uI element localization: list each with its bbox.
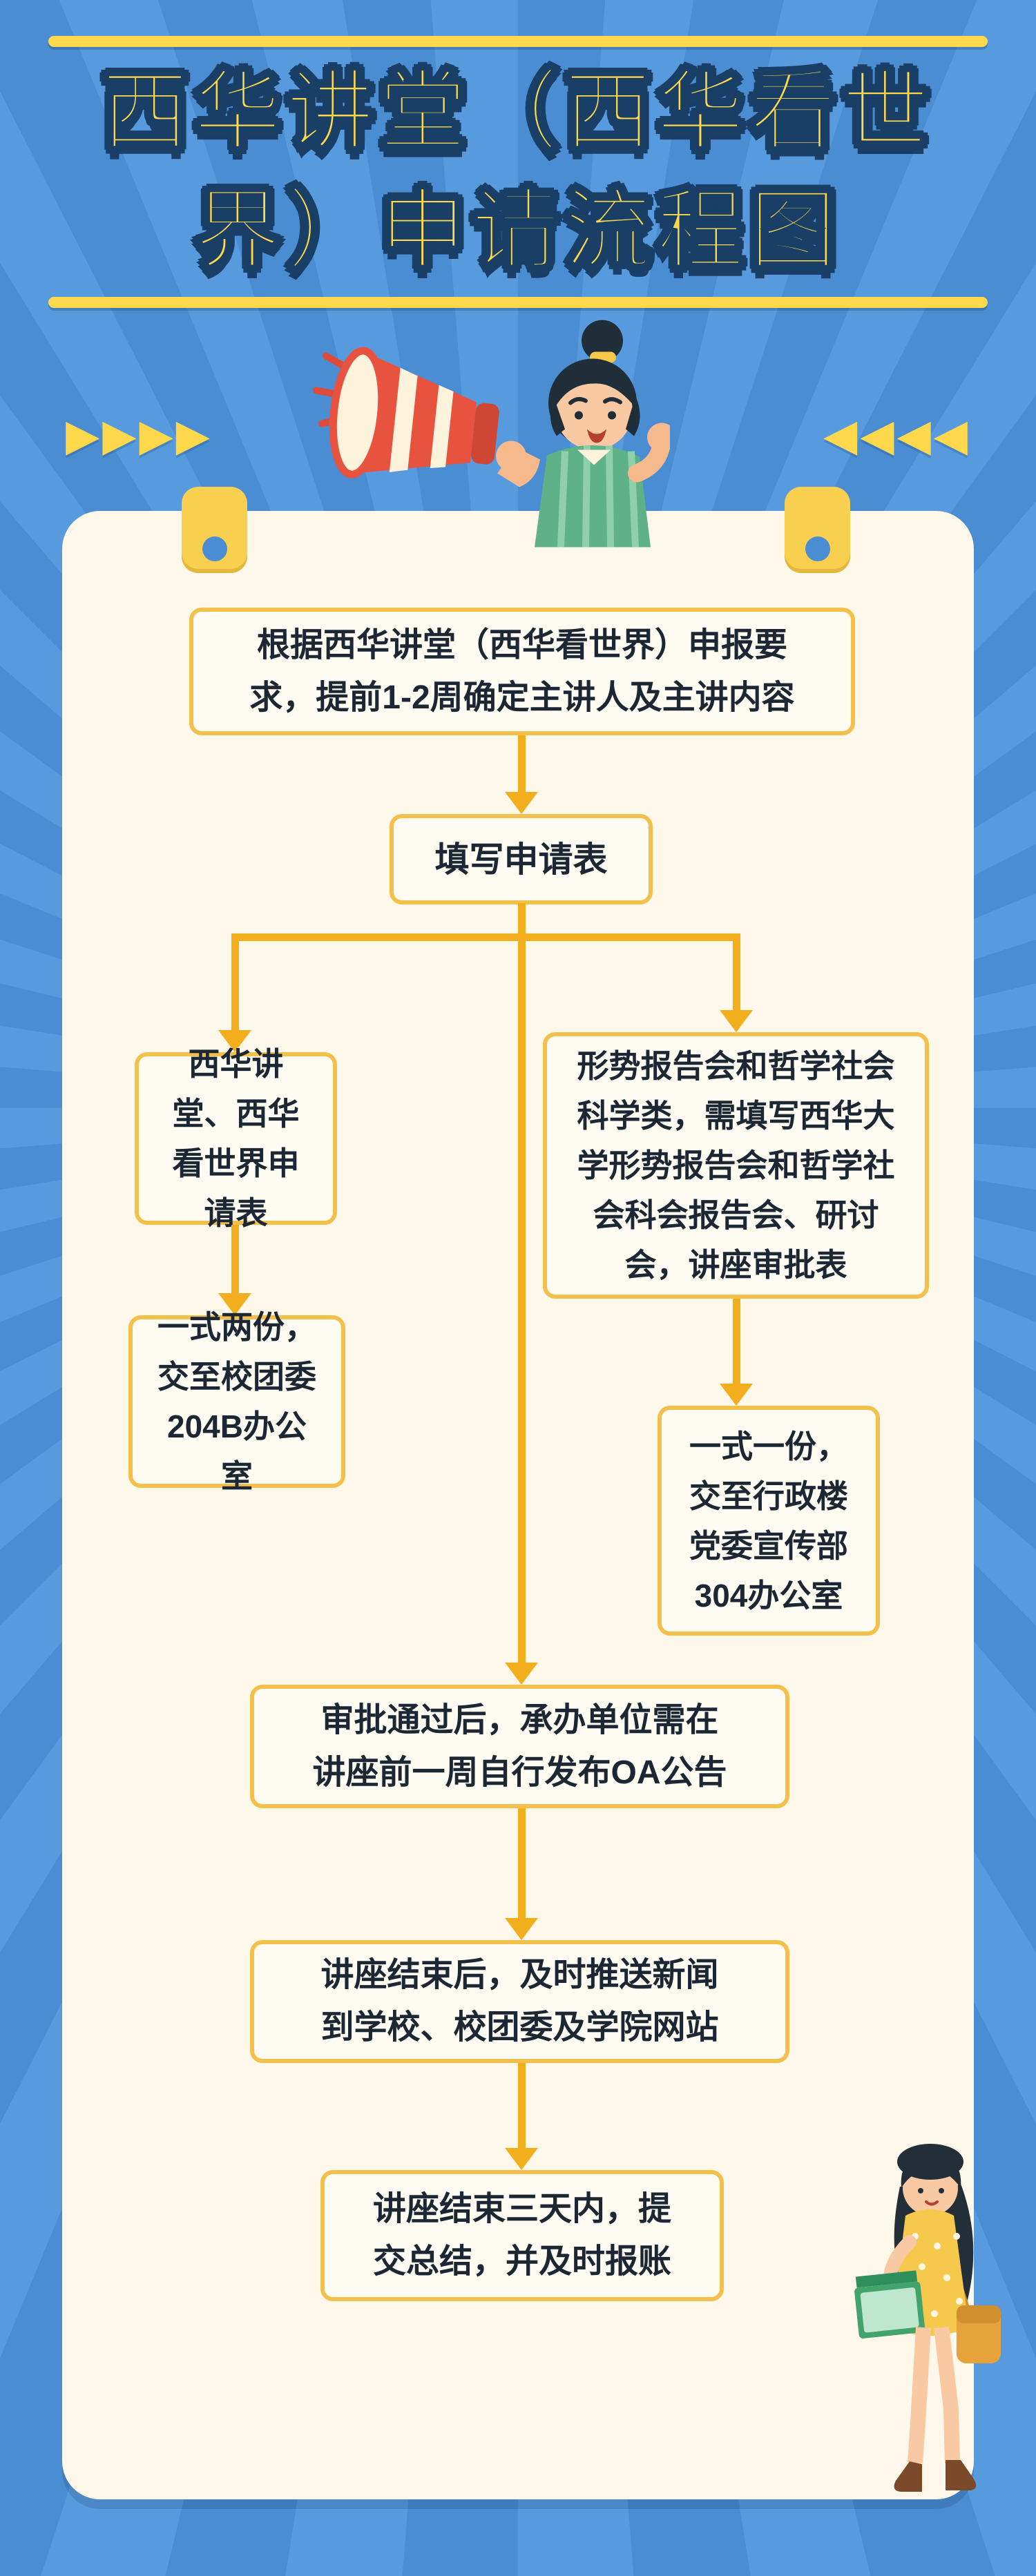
- mouth: [925, 2200, 939, 2206]
- bag-flap: [957, 2305, 1001, 2323]
- flow-branch-left-form-text: 西华讲堂、西华看世界申请表: [172, 1046, 300, 1231]
- title-bottom-rule: [48, 297, 988, 308]
- flow-branch-right-form: 形势报告会和哲学社会科学类，需填写西华大学形势报告会和哲学社会科会报告会、研讨会…: [543, 1032, 929, 1299]
- flow-branch-left-submit: 一式两份，交至校团委204B办公室: [128, 1309, 345, 1494]
- hand: [496, 440, 526, 472]
- flow-step-fill-form-text: 填写申请表: [434, 840, 608, 879]
- eye: [575, 411, 583, 420]
- arrow-split-to-left-form: [218, 933, 251, 1052]
- arrow-left-form-to-submit: [218, 1225, 251, 1315]
- fist: [647, 423, 676, 452]
- title-top-rule: [48, 36, 988, 47]
- shoe: [946, 2460, 977, 2490]
- bangs: [555, 367, 633, 407]
- poster-title: 西华讲堂（西华看世 界）申请流程图: [0, 52, 1036, 290]
- ring-hole: [805, 536, 830, 561]
- flow-step-announce-text: 审批通过后，承办单位需在讲座前一周自行发布OA公告: [312, 1701, 727, 1791]
- flow-step-requirements: 根据西华讲堂（西华看世界）申报要求，提前1-2周确定主讲人及主讲内容: [189, 608, 855, 735]
- arrow-right-form-to-submit: [720, 1299, 753, 1406]
- arrow-announce-to-news: [505, 1808, 538, 1940]
- shoe: [894, 2461, 922, 2492]
- flow-step-announce: 审批通过后，承办单位需在讲座前一周自行发布OA公告: [250, 1685, 789, 1808]
- mouth: [587, 429, 606, 443]
- binder-ring-left: [182, 487, 247, 573]
- flow-branch-right-submit-text: 一式一份，交至行政楼党委宣传部304办公室: [689, 1428, 848, 1614]
- dress-dots: [910, 2233, 963, 2317]
- chevrons-right-icon: ▶▶▶▶: [66, 410, 213, 460]
- flow-card: 根据西华讲堂（西华看世界）申报要求，提前1-2周确定主讲人及主讲内容 填写申请表…: [62, 511, 974, 2499]
- flow-step-summary: 讲座结束三天内，提交总结，并及时报账: [320, 2170, 724, 2301]
- megaphone-icon: [329, 347, 499, 478]
- leg: [908, 2327, 931, 2463]
- girl-with-books-icon: [854, 2144, 1001, 2492]
- flow-branch-right-submit: 一式一份，交至行政楼党委宣传部304办公室: [658, 1406, 880, 1636]
- announcer-illustration: [290, 314, 676, 549]
- chevrons-left-icon: ◀◀◀◀: [823, 410, 970, 460]
- eye: [918, 2188, 923, 2194]
- arrow-center-to-announce: [505, 903, 538, 1685]
- brow: [603, 397, 622, 405]
- collar: [577, 449, 611, 465]
- flow-step-news: 讲座结束后，及时推送新闻到学校、校团委及学院网站: [250, 1940, 789, 2063]
- hair-bun: [582, 320, 623, 362]
- binder-ring-right: [785, 487, 850, 573]
- arrow-split-to-right-form: [720, 933, 753, 1032]
- flow-branch-right-form-text: 形势报告会和哲学社会科学类，需填写西华大学形势报告会和哲学社会科会报告会、研讨会…: [577, 1048, 895, 1283]
- hair-top: [897, 2144, 963, 2180]
- arrow-news-to-summary: [505, 2063, 538, 2170]
- title-line-2: 界）申请流程图: [193, 181, 842, 280]
- walking-girl-illustration: [832, 2123, 1019, 2510]
- face: [555, 372, 633, 450]
- flow-branch-left-submit-text: 一式两份，交至校团委204B办公室: [157, 1309, 316, 1494]
- flow-step-requirements-text: 根据西华讲堂（西华看世界）申报要求，提前1-2周确定主讲人及主讲内容: [249, 626, 795, 716]
- flow-branch-left-form: 西华讲堂、西华看世界申请表: [135, 1046, 337, 1231]
- title-line-1: 西华讲堂（西华看世: [101, 62, 934, 162]
- flow-step-summary-text: 讲座结束三天内，提交总结，并及时报账: [373, 2191, 672, 2280]
- arrow-requirements-to-form: [505, 735, 538, 814]
- woman-with-megaphone-icon: [313, 320, 676, 548]
- book-stack-icon: [854, 2270, 925, 2338]
- eye: [939, 2188, 944, 2194]
- connector-split-bar: [235, 933, 736, 941]
- eye: [608, 411, 616, 420]
- flow-step-fill-form: 填写申请表: [390, 814, 653, 904]
- ring-hole: [202, 536, 227, 561]
- flow-step-news-text: 讲座结束后，及时推送新闻到学校、校团委及学院网站: [320, 1957, 719, 2046]
- leg: [934, 2326, 960, 2463]
- brow: [568, 397, 588, 405]
